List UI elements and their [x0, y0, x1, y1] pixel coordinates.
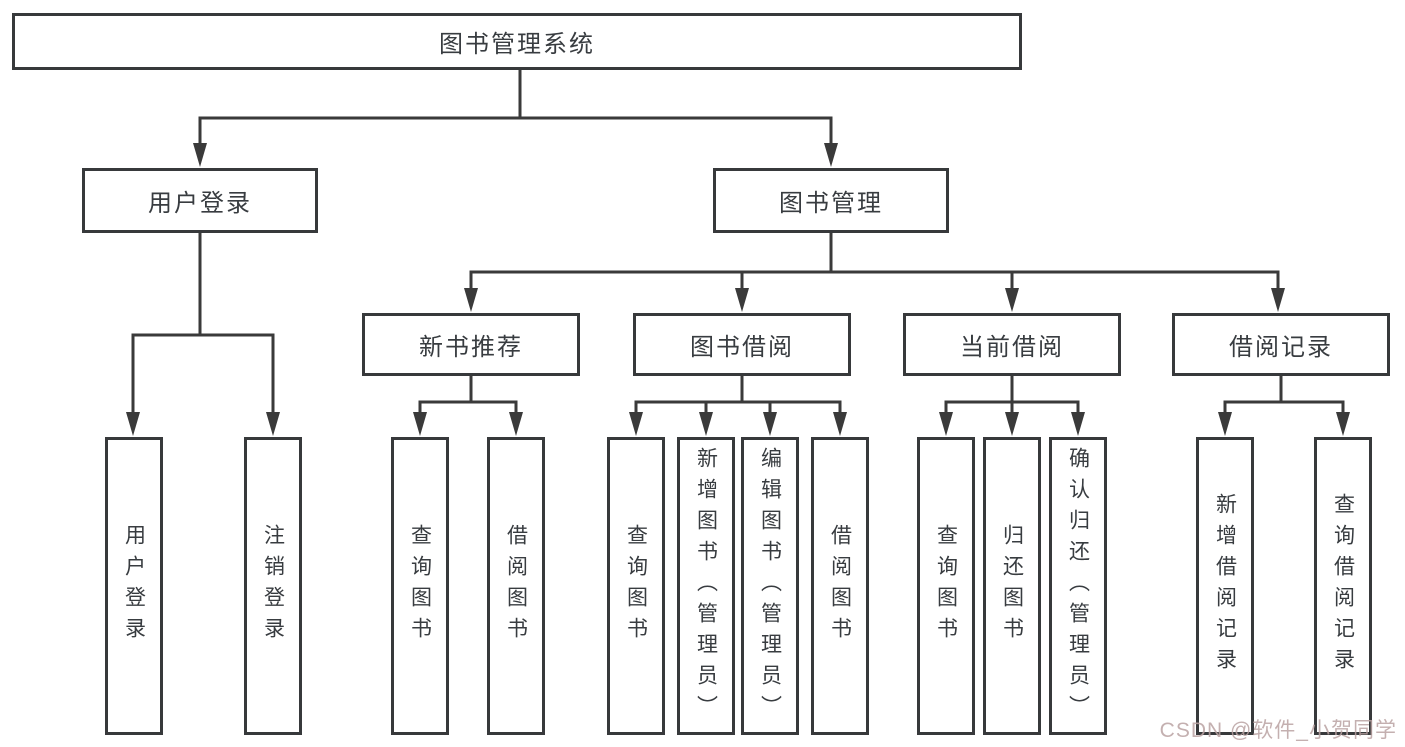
leaf-add-books-admin: 新增图书（管理员） [677, 437, 735, 735]
leaf-query-books-recommend: 查询图书 [391, 437, 449, 735]
node-book-borrow: 图书借阅 [633, 313, 851, 376]
node-book-management: 图书管理 [713, 168, 949, 233]
leaf-return-books: 归还图书 [983, 437, 1041, 735]
leaf-borrow-books: 借阅图书 [811, 437, 869, 735]
leaf-logout-login: 注销登录 [244, 437, 302, 735]
leaf-query-books-borrow: 查询图书 [607, 437, 665, 735]
node-current-borrow: 当前借阅 [903, 313, 1121, 376]
node-new-book-recommend: 新书推荐 [362, 313, 580, 376]
leaf-add-borrow-record: 新增借阅记录 [1196, 437, 1254, 735]
leaf-query-borrow-record: 查询借阅记录 [1314, 437, 1372, 735]
node-user-login: 用户登录 [82, 168, 318, 233]
node-borrow-record: 借阅记录 [1172, 313, 1390, 376]
node-library-management-system: 图书管理系统 [12, 13, 1022, 70]
leaf-user-login: 用户登录 [105, 437, 163, 735]
csdn-watermark: CSDN @软件_小贺同学 [1159, 719, 1397, 742]
leaf-borrow-books-recommend: 借阅图书 [487, 437, 545, 735]
leaf-edit-books-admin: 编辑图书（管理员） [741, 437, 799, 735]
leaf-query-books-current: 查询图书 [917, 437, 975, 735]
leaf-confirm-return-admin: 确认归还（管理员） [1049, 437, 1107, 735]
